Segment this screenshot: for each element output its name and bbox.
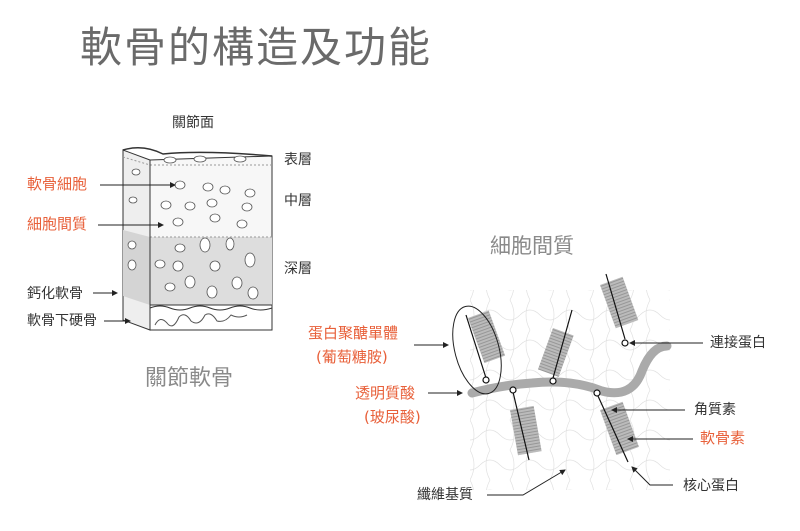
articular-cartilage-caption: 關節軟骨: [145, 366, 234, 391]
page-title: 軟骨的構造及功能: [80, 23, 433, 72]
matrix-illustration: [414, 273, 703, 496]
hyaluronic-acid-label: 透明質酸: [355, 384, 416, 402]
matrix-caption: 細胞間質: [490, 234, 574, 258]
calcified-cartilage-label: 鈣化軟骨: [27, 286, 83, 302]
glucosamine-label: (葡萄糖胺): [316, 348, 388, 366]
cartilage-block: [93, 147, 273, 331]
articular-surface-label: 關節面: [172, 115, 214, 131]
link-protein-label: 連接蛋白: [710, 335, 766, 351]
layer-middle-label: 中層: [284, 193, 312, 209]
fiber-matrix-label: 纖維基質: [417, 487, 473, 503]
keratan-sulfate-label: 角質素: [694, 402, 736, 418]
layer-superficial-label: 表層: [284, 152, 312, 168]
subchondral-bone-label: 軟骨下硬骨: [27, 313, 97, 329]
proteoglycan-label: 蛋白聚醣單體: [308, 324, 399, 342]
hyaluronan-label: (玻尿酸): [364, 408, 421, 426]
core-protein-label: 核心蛋白: [683, 478, 739, 494]
matrix-label: 細胞間質: [27, 215, 88, 233]
chondrocyte-label: 軟骨細胞: [27, 175, 88, 193]
chondroitin-label: 軟骨素: [700, 429, 746, 447]
layer-deep-label: 深層: [284, 261, 312, 277]
